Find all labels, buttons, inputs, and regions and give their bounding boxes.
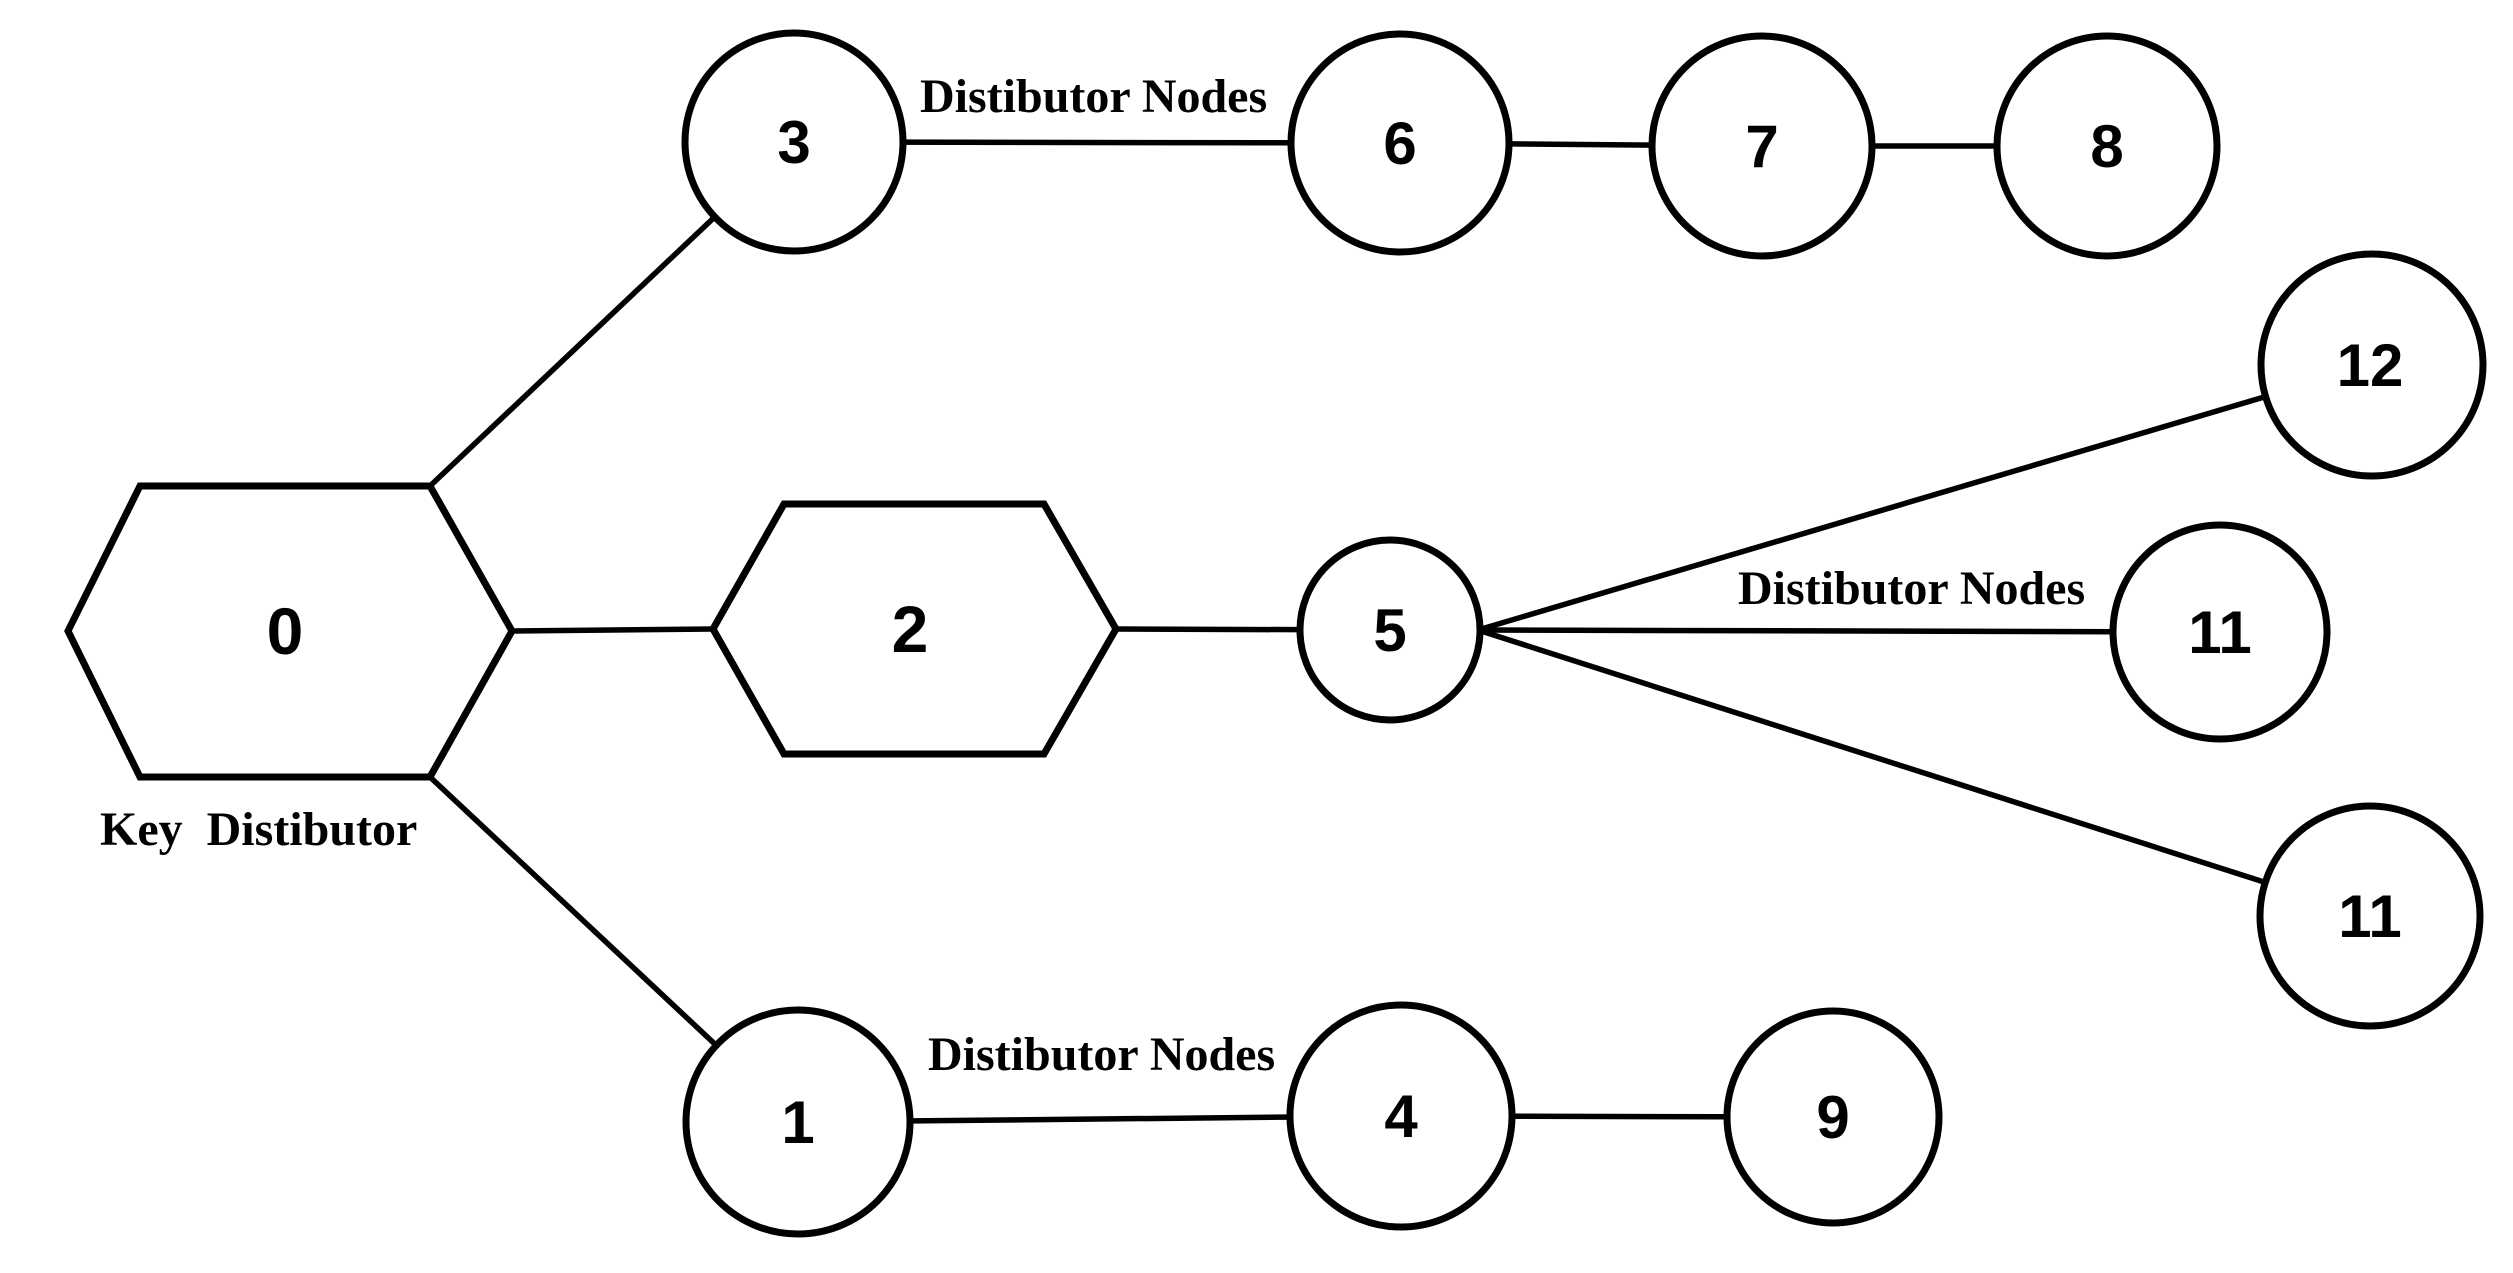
node-3: 3 bbox=[681, 29, 907, 255]
node-11-upper-label: 11 bbox=[2188, 599, 2251, 666]
node-12: 12 bbox=[2257, 250, 2487, 480]
node-8-label: 8 bbox=[2090, 113, 2123, 180]
node-6: 6 bbox=[1287, 30, 1513, 256]
node-5-circle bbox=[1296, 536, 1484, 724]
node-6-label: 6 bbox=[1383, 110, 1416, 177]
node-7: 7 bbox=[1648, 32, 1876, 260]
edge-0-2 bbox=[509, 626, 716, 634]
node-4-circle bbox=[1286, 1001, 1516, 1231]
node-1-circle bbox=[682, 1006, 914, 1238]
edge-5-11-lower bbox=[1475, 627, 2373, 919]
node-11-lower-circle bbox=[2256, 802, 2484, 1030]
node-4-label: 4 bbox=[1384, 1083, 1418, 1150]
node-11-lower-label: 11 bbox=[2338, 883, 2401, 950]
node-3-circle bbox=[681, 29, 907, 255]
node-9: 9 bbox=[1723, 1007, 1943, 1227]
distributor-nodes-label-bottom: Distibutor Nodes bbox=[928, 1028, 1275, 1081]
key-distributor-caption: Key Distibutor bbox=[100, 803, 417, 856]
node-0: 0 bbox=[64, 482, 517, 781]
node-12-label: 12 bbox=[2337, 332, 2404, 399]
node-7-label: 7 bbox=[1745, 113, 1778, 180]
node-11-upper-circle bbox=[2109, 521, 2331, 743]
node-5: 5 bbox=[1296, 536, 1484, 724]
node-8-circle bbox=[1993, 32, 2221, 260]
node-9-circle bbox=[1723, 1007, 1943, 1227]
node-11-upper: 11 bbox=[2109, 521, 2331, 743]
node-5-label: 5 bbox=[1373, 597, 1406, 664]
annotation-layer: Key Distibutor Distibutor Nodes Distibut… bbox=[100, 70, 2085, 1081]
node-6-circle bbox=[1287, 30, 1513, 256]
node-9-label: 9 bbox=[1816, 1084, 1849, 1151]
node-4: 4 bbox=[1286, 1001, 1516, 1231]
node-0-label: 0 bbox=[267, 594, 304, 668]
node-0-hexagon bbox=[64, 482, 517, 781]
node-11-lower: 11 bbox=[2256, 802, 2484, 1030]
node-1-label: 1 bbox=[781, 1089, 814, 1156]
node-layer: 0 2 3 6 7 8 bbox=[64, 29, 2487, 1238]
node-8: 8 bbox=[1993, 32, 2221, 260]
node-2: 2 bbox=[708, 500, 1121, 758]
edge-5-11-upper bbox=[1475, 627, 2223, 635]
node-2-hexagon bbox=[708, 500, 1121, 758]
node-3-label: 3 bbox=[777, 109, 810, 176]
distributor-nodes-label-middle: Distibutor Nodes bbox=[1738, 562, 2085, 615]
node-7-circle bbox=[1648, 32, 1876, 260]
node-1: 1 bbox=[682, 1006, 914, 1238]
node-2-label: 2 bbox=[892, 592, 929, 666]
node-12-circle bbox=[2257, 250, 2487, 480]
distributor-nodes-label-top: Distibutor Nodes bbox=[920, 70, 1267, 123]
edge-5-12 bbox=[1475, 362, 2375, 633]
